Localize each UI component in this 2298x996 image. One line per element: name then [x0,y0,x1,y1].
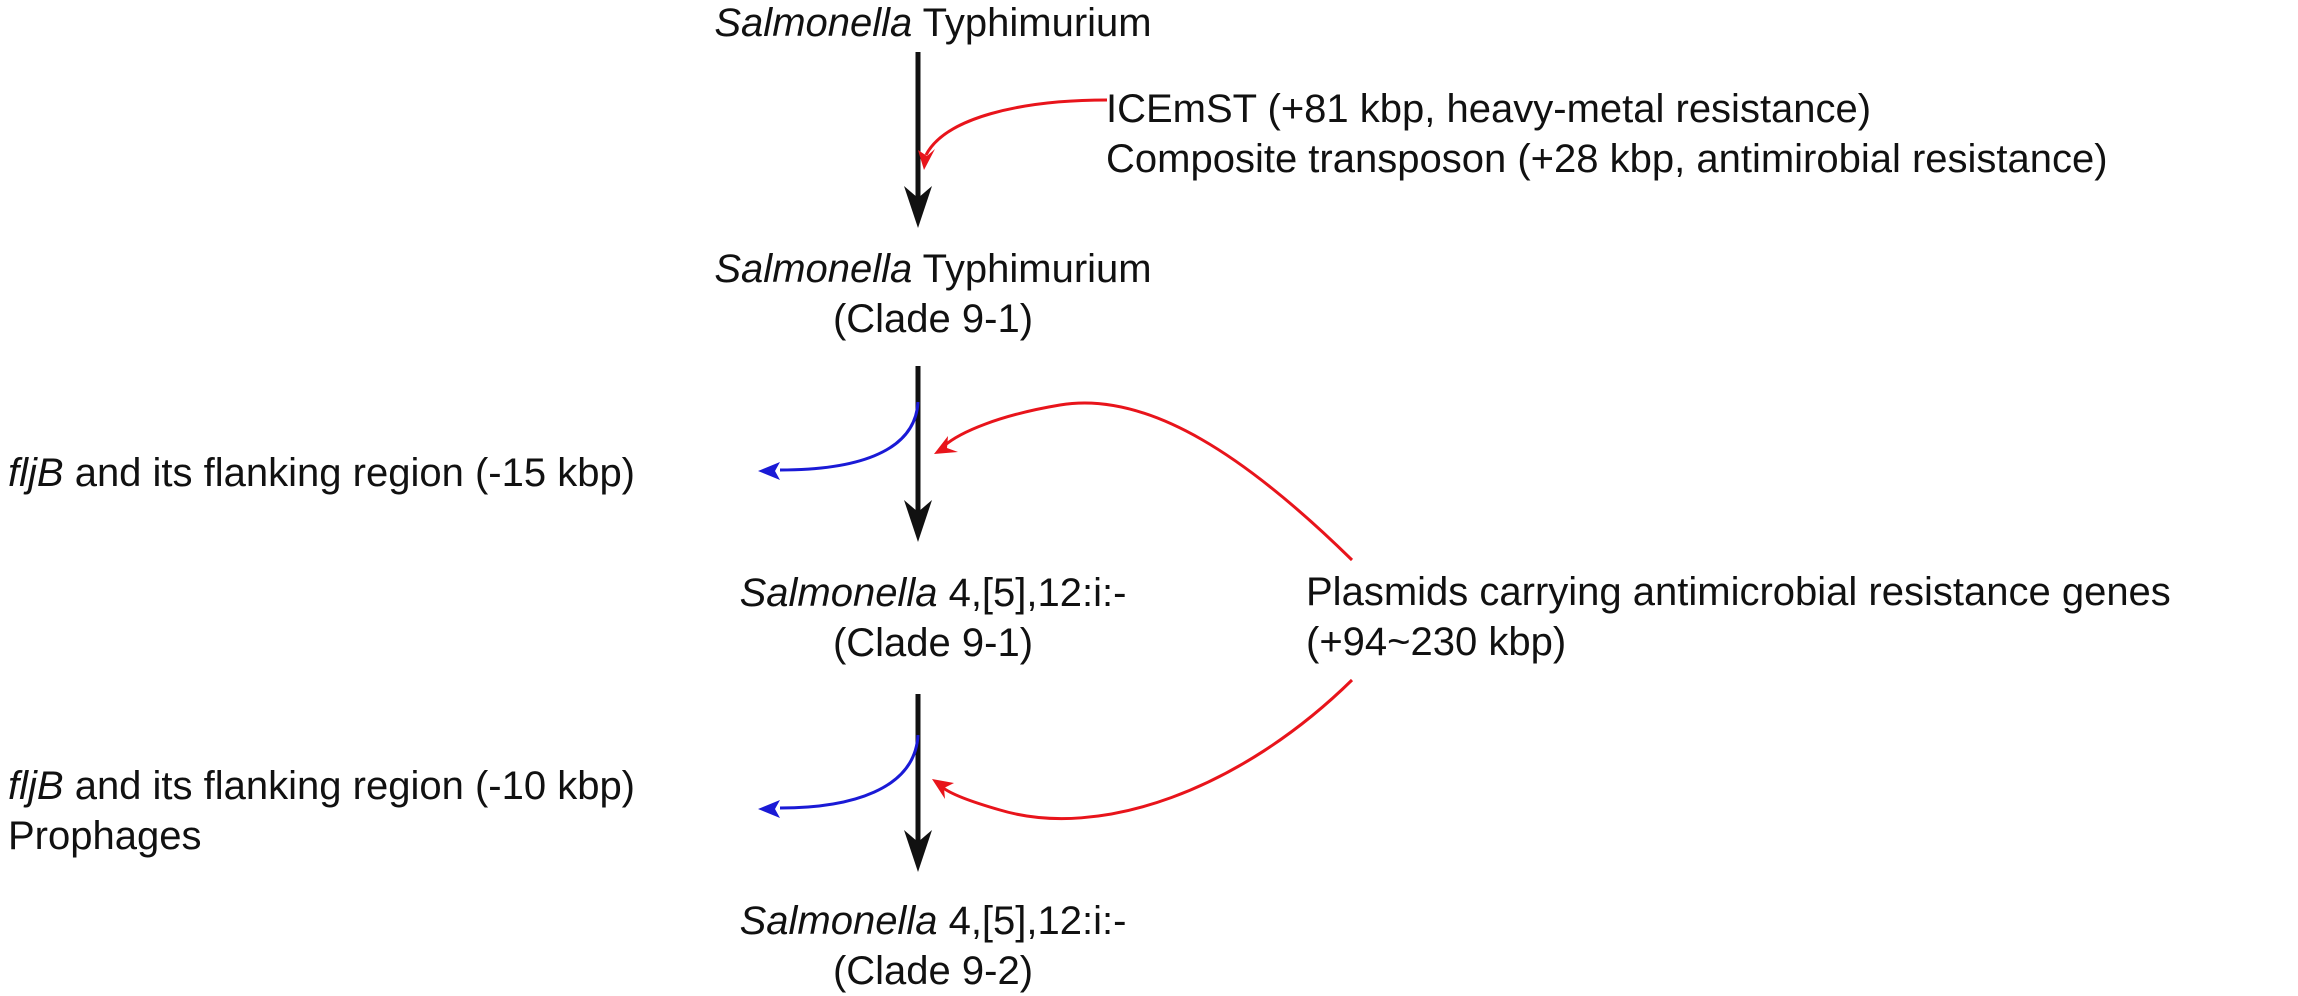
strain-node-3: Salmonella 4,[5],12:i:- (Clade 9-1) [583,568,1283,668]
strain-genus: Salmonella [739,571,938,615]
strain-clade: (Clade 9-1) [832,297,1034,341]
loss-region: and its flanking region (-10 kbp) [63,764,636,808]
strain-serovar: Typhimurium [912,247,1152,291]
loss-label-step2: fljB and its flanking region (-15 kbp) [8,448,635,498]
gain-label-plasmids: Plasmids carrying antimicrobial resistan… [1306,567,2171,667]
strain-node-1: Salmonella Typhimurium [583,0,1283,48]
gain-ice: ICEmST (+81 kbp, heavy-metal resistance) [1106,87,1872,131]
strain-serovar: 4,[5],12:i:- [937,899,1127,943]
loss-gene: fljB [8,764,64,808]
strain-genus: Salmonella [739,899,938,943]
loss-label-step3: fljB and its flanking region (-10 kbp) P… [8,761,635,861]
strain-serovar: Typhimurium [912,1,1152,45]
main-arrow-3 [904,694,932,872]
strain-serovar: 4,[5],12:i:- [937,571,1127,615]
strain-clade: (Clade 9-2) [832,949,1034,993]
strain-clade: (Clade 9-1) [832,621,1034,665]
gain-arrow-plasmids-upper [934,401,1354,562]
gain-arrow-ice [918,98,1108,170]
strain-genus: Salmonella [714,247,913,291]
gain-arrow-plasmids-lower [932,678,1354,821]
strain-node-4: Salmonella 4,[5],12:i:- (Clade 9-2) [583,896,1283,996]
loss-prophages: Prophages [8,814,202,858]
main-arrow-2 [904,366,932,542]
gain-transposon: Composite transposon (+28 kbp, antimirob… [1106,137,2108,181]
loss-gene: fljB [8,451,64,495]
strain-node-2: Salmonella Typhimurium (Clade 9-1) [583,244,1283,344]
strain-genus: Salmonella [714,1,913,45]
loss-arrow-fljb-15 [758,401,920,480]
loss-region: and its flanking region (-15 kbp) [63,451,636,495]
loss-arrow-fljb-10 [758,734,920,818]
gain-plasmids-size: (+94~230 kbp) [1306,620,1567,664]
main-arrow-1 [904,52,932,228]
gain-plasmids: Plasmids carrying antimicrobial resistan… [1306,570,2171,614]
gain-label-step1: ICEmST (+81 kbp, heavy-metal resistance)… [1106,84,2108,184]
